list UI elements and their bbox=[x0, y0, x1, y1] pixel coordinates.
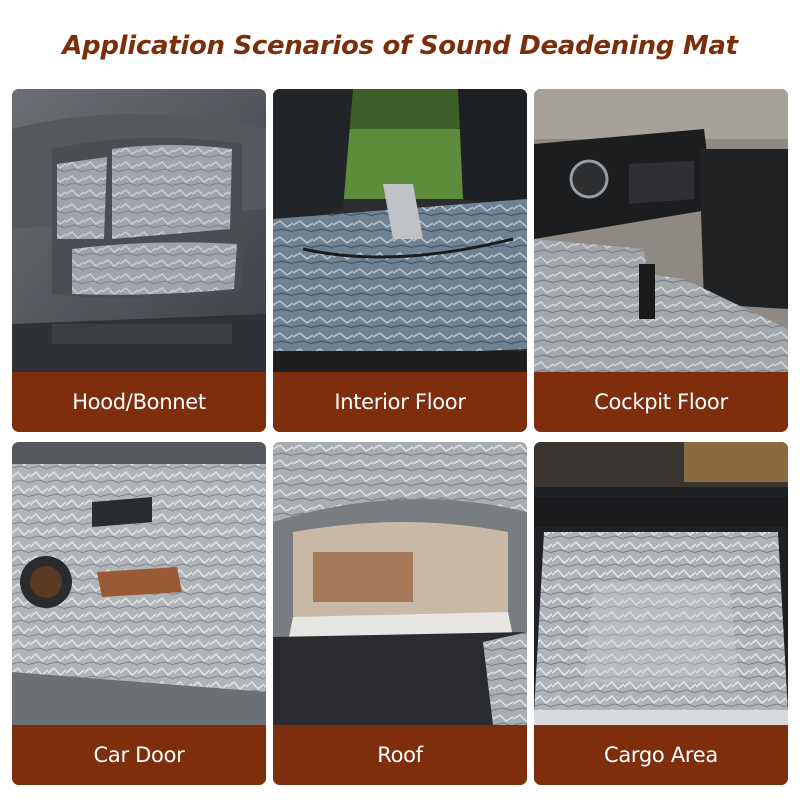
scenario-card-hood-bonnet: Hood/Bonnet bbox=[12, 89, 266, 432]
scenario-label: Cockpit Floor bbox=[534, 372, 788, 432]
page-title: Application Scenarios of Sound Deadening… bbox=[62, 31, 738, 61]
cockpit-floor-photo bbox=[534, 89, 788, 372]
scenario-label: Hood/Bonnet bbox=[12, 372, 266, 432]
hood-bonnet-photo bbox=[12, 89, 266, 372]
scenario-label: Car Door bbox=[12, 725, 266, 785]
interior-floor-photo bbox=[273, 89, 527, 372]
scenario-card-cockpit-floor: Cockpit Floor bbox=[534, 89, 788, 432]
scenario-card-cargo-area: Cargo Area bbox=[534, 442, 788, 785]
car-door-photo bbox=[12, 442, 266, 725]
scenario-label: Interior Floor bbox=[273, 372, 527, 432]
roof-photo bbox=[273, 442, 527, 725]
scenario-card-roof: Roof bbox=[273, 442, 527, 785]
scenario-label: Cargo Area bbox=[534, 725, 788, 785]
scenario-card-interior-floor: Interior Floor bbox=[273, 89, 527, 432]
scenario-label: Roof bbox=[273, 725, 527, 785]
cargo-area-photo bbox=[534, 442, 788, 725]
scenario-card-car-door: Car Door bbox=[12, 442, 266, 785]
